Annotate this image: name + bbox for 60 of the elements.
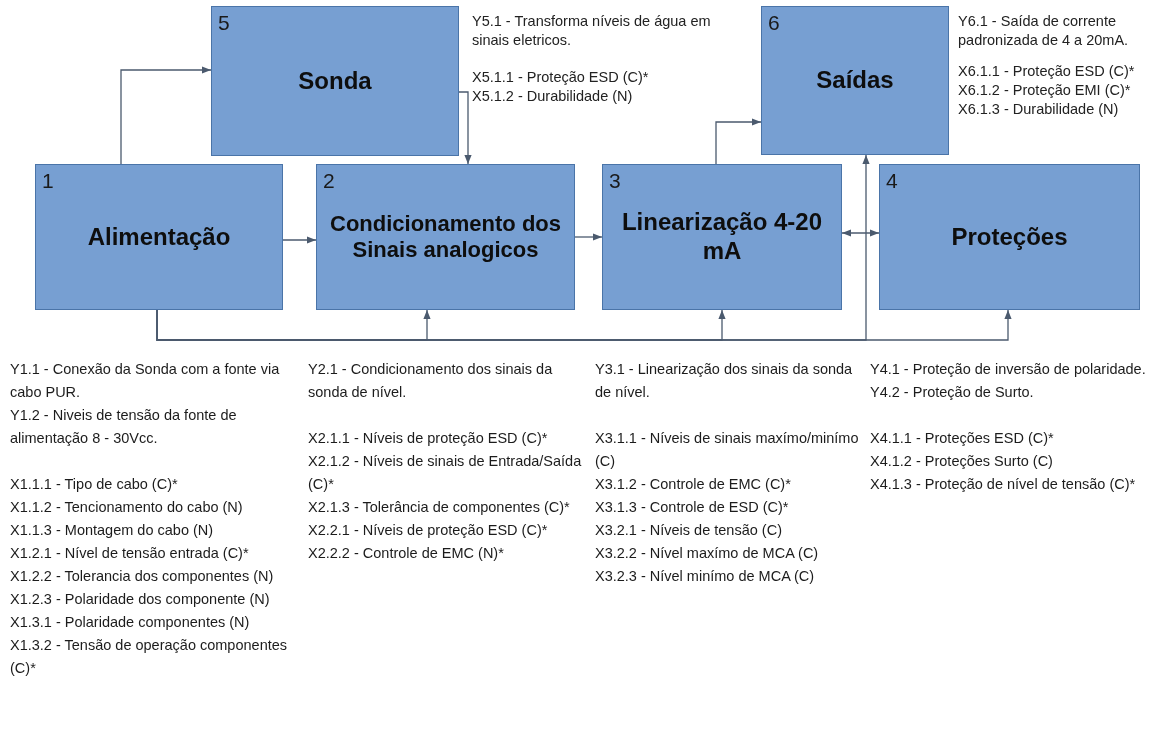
connector-arrow: [120, 66, 212, 165]
requirement-note: X5.1.2 - Durabilidade (N): [472, 87, 634, 106]
requirement-note: X1.3.2 - Tensão de operação componentes (C)*: [10, 636, 289, 678]
process-box: [35, 164, 283, 310]
requirement-note: Y3.1 - Linearização dos sinais da sonda de nível.: [595, 360, 854, 402]
block-title: Saídas: [815, 66, 895, 95]
requirement-note: Y5.1 - Transforma níveis de água em sinais eletricos.: [472, 12, 712, 50]
connector-arrow: [282, 236, 317, 244]
requirement-note: X2.1.3 - Tolerância de componentes (C)*: [308, 498, 571, 517]
block-number: 1: [42, 169, 54, 193]
requirement-note: X6.1.2 - Proteção EMI (C)*: [958, 81, 1132, 100]
requirement-note: X3.2.3 - Nível minímo de MCA (C): [595, 567, 816, 586]
requirement-note: X1.2.2 - Tolerancia dos componentes (N): [10, 567, 275, 586]
requirement-note: Y2.1 - Condicionamento dos sinais da sonda de nível.: [308, 360, 554, 402]
requirement-note: X4.1.1 - Proteções ESD (C)*: [870, 429, 1055, 448]
requirement-note: Y4.1 - Proteção de inversão de polaridade.: [870, 360, 1147, 379]
requirement-note: X1.1.3 - Montagem do cabo (N): [10, 521, 215, 540]
requirement-note: X2.2.1 - Níveis de proteção ESD (C)*: [308, 521, 549, 540]
block-title: Condicionamento dos Sinais analogicos: [329, 210, 562, 264]
requirement-note: X4.1.3 - Proteção de nível de tensão (C)*: [870, 475, 1137, 494]
requirement-note: X2.1.1 - Níveis de proteção ESD (C)*: [308, 429, 549, 448]
block-title: Proteções: [950, 222, 1069, 252]
connector-arrow: [458, 91, 472, 165]
requirement-note: X3.2.2 - Nível maxímo de MCA (C): [595, 544, 820, 563]
block-title: Alimentação: [86, 222, 232, 252]
requirement-note: X6.1.1 - Proteção ESD (C)*: [958, 62, 1136, 81]
requirement-note: Y1.1 - Conexão da Sonda com a fonte via cabo PUR.: [10, 360, 281, 402]
requirement-note: Y6.1 - Saída de corrente padronizada de 4 a 20mA.: [958, 12, 1130, 50]
requirement-note: X3.2.1 - Níveis de tensão (C): [595, 521, 783, 540]
requirement-note: X5.1.1 - Proteção ESD (C)*: [472, 68, 650, 87]
requirement-note: Y4.2 - Proteção de Surto.: [870, 383, 1035, 402]
requirement-note: X1.2.3 - Polaridade dos componente (N): [10, 590, 271, 609]
block-number: 2: [323, 169, 335, 193]
process-box: [761, 6, 949, 155]
requirement-note: X6.1.3 - Durabilidade (N): [958, 100, 1120, 119]
process-box: [316, 164, 575, 310]
process-box: [879, 164, 1140, 310]
process-box: [211, 6, 459, 156]
block-title: Linearização 4-20 mA: [620, 208, 824, 266]
requirement-note: X4.1.2 - Proteções Surto (C): [870, 452, 1054, 471]
requirement-note: X3.1.3 - Controle de ESD (C)*: [595, 498, 790, 517]
requirement-note: X1.3.1 - Polaridade componentes (N): [10, 613, 251, 632]
requirement-note: X2.1.2 - Níveis de sinais de Entrada/Saída (C)*: [308, 452, 583, 494]
connector-arrow: [841, 229, 880, 237]
block-number: 3: [609, 169, 621, 193]
requirement-note: X1.2.1 - Nível de tensão entrada (C)*: [10, 544, 250, 563]
requirement-note: X2.2.2 - Controle de EMC (N)*: [308, 544, 505, 563]
requirement-note: X3.1.2 - Controle de EMC (C)*: [595, 475, 792, 494]
block-number: 6: [768, 11, 780, 35]
block-title: Sonda: [297, 66, 373, 96]
connector-arrow: [715, 118, 762, 165]
block-number: 4: [886, 169, 898, 193]
requirement-note: Y1.2 - Niveis de tensão da fonte de alimentação 8 - 30Vcc.: [10, 406, 238, 448]
process-box: [602, 164, 842, 310]
connector-arrow: [156, 309, 1012, 341]
requirement-note: X1.1.2 - Tencionamento do cabo (N): [10, 498, 244, 517]
requirement-note: X3.1.1 - Níveis de sinais maxímo/minímo (C): [595, 429, 860, 471]
connector-arrow: [574, 233, 603, 241]
block-number: 5: [218, 11, 230, 35]
requirement-note: X1.1.1 - Tipo de cabo (C)*: [10, 475, 179, 494]
